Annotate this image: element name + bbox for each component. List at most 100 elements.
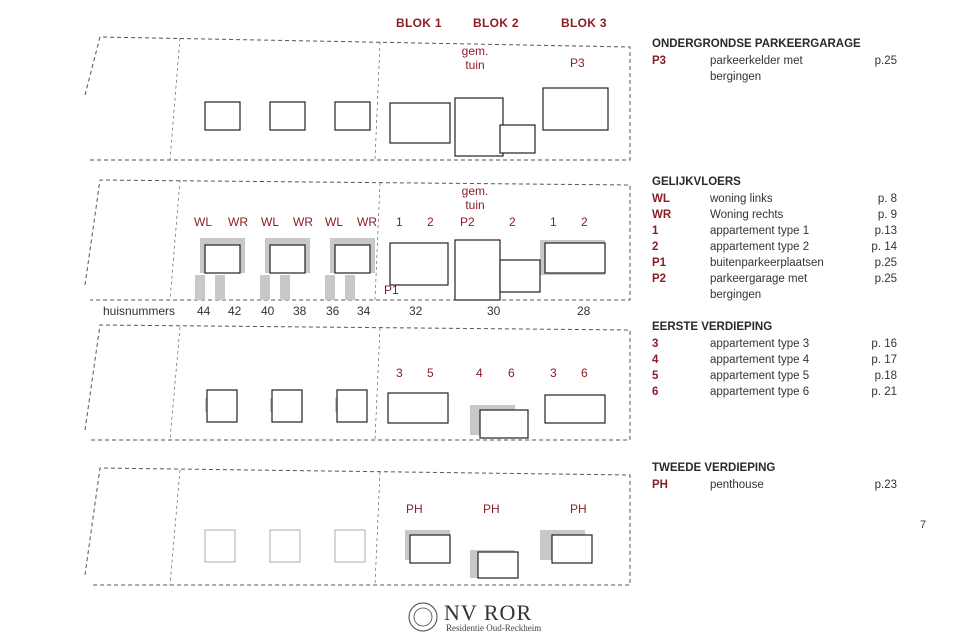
first-type-label: 5 (427, 366, 434, 380)
legend-second: TWEEDE VERDIEPING PH penthouse p.23 (652, 462, 897, 493)
ground-type-label: 1 (550, 215, 557, 229)
legend-code: WL (652, 193, 670, 205)
legend-desc: appartement type 2 (710, 241, 810, 253)
logo-name: NV ROR (444, 600, 533, 625)
basement-garden-label: gem. tuin (460, 44, 490, 72)
ground-type-label: 2 (581, 215, 588, 229)
legend-desc: appartement type 4 (710, 354, 810, 366)
first-type-label: 4 (476, 366, 483, 380)
legend-page: p. 9 (877, 209, 897, 221)
legend-first-title: EERSTE VERDIEPING (652, 321, 773, 333)
second-type-label: PH (570, 502, 587, 516)
legend-row: WL woning links p. 8 (652, 191, 897, 207)
legend-row: 2 appartement type 2 p. 14 (652, 239, 897, 255)
legend-row: 3 appartement type 3 p. 16 (652, 336, 897, 352)
legend-underground-title: ONDERGRONDSE PARKEERGARAGE (652, 38, 861, 50)
ground-type-label: WL (194, 215, 212, 229)
ground-type-label: 2 (427, 215, 434, 229)
ground-type-label: WR (357, 215, 377, 229)
legend-ground: GELIJKVLOERS WL woning links p. 8 WR Woning… (652, 176, 897, 301)
legend-page: p.25 (874, 257, 897, 269)
logo-subtitle: Residentie Oud-Reckheim (446, 623, 542, 633)
legend-page: p. 14 (871, 241, 897, 253)
house-number: 36 (326, 304, 340, 318)
house-number: 28 (577, 304, 591, 318)
block-3-heading: BLOK 3 (561, 16, 607, 30)
legend-row: P1 buitenparkeerplaatsen p.25 (652, 255, 897, 271)
legend-row: P2 parkeergarage met bergingen p.25 (652, 271, 897, 301)
legend-code: 4 (652, 354, 659, 366)
ground-p1-label: P1 (384, 283, 399, 297)
legend-code: 3 (652, 338, 659, 350)
ground-type-label: 2 (509, 215, 516, 229)
legend-page: p. 16 (871, 338, 897, 350)
house-number: 42 (228, 304, 242, 318)
legend-row: P3 parkeerkelder met bergingen p.25 (652, 53, 897, 83)
legend-desc: appartement type 6 (710, 386, 810, 398)
ground-type-label: 1 (396, 215, 403, 229)
legend-page: p. 21 (871, 386, 897, 398)
legend-page: p. 8 (877, 193, 897, 205)
legend-desc: penthouse (710, 479, 764, 491)
legend-desc: Woning rechts (710, 209, 784, 221)
legend-page: p.18 (874, 370, 897, 382)
legend-desc: parkeergarage met bergingen (710, 273, 808, 301)
legend-desc: appartement type 1 (710, 225, 810, 237)
legend-desc: appartement type 5 (710, 370, 810, 382)
block-1-heading: BLOK 1 (396, 16, 442, 30)
legend-row: 4 appartement type 4 p. 17 (652, 352, 897, 368)
ground-type-label: WR (293, 215, 313, 229)
legend-ground-title: GELIJKVLOERS (652, 176, 741, 188)
legend-first: EERSTE VERDIEPING 3 appartement type 3 p. … (652, 321, 897, 400)
legend-desc: parkeerkelder met bergingen (710, 55, 803, 83)
house-number: 30 (487, 304, 501, 318)
second-type-label: PH (406, 502, 423, 516)
legend-desc: appartement type 3 (710, 338, 810, 350)
legend-code: 2 (652, 241, 659, 253)
house-numbers-label: huisnummers (103, 304, 176, 318)
legend-desc: woning links (710, 193, 773, 205)
basement-p3-label: P3 (570, 56, 585, 70)
legend-page: p.25 (874, 55, 897, 67)
first-type-label: 3 (396, 366, 403, 380)
ground-garden-label: gem. tuin (460, 184, 490, 212)
legend-row: PH penthouse p.23 (652, 477, 897, 493)
legend-row: 5 appartement type 5 p.18 (652, 368, 897, 384)
legend-page: p.23 (874, 479, 897, 491)
legend-code: P2 (652, 273, 667, 285)
legend-page: p.13 (874, 225, 897, 237)
basement-garden-label-line1: gem. (461, 44, 489, 58)
legend-row: 6 appartement type 6 p. 21 (652, 384, 897, 400)
ground-type-label: WL (261, 215, 279, 229)
ground-garden-label-line1: gem. (461, 184, 489, 198)
ground-type-label: P2 (460, 215, 475, 229)
first-type-label: 6 (508, 366, 515, 380)
legend-code: PH (652, 479, 668, 491)
second-type-label: PH (483, 502, 500, 516)
legend-page: p.25 (874, 273, 897, 285)
ground-type-label: WL (325, 215, 343, 229)
legend-code: WR (652, 209, 672, 221)
first-type-label: 3 (550, 366, 557, 380)
legend-code: P1 (652, 257, 667, 269)
legend-code: 6 (652, 386, 659, 398)
first-type-label: 6 (581, 366, 588, 380)
legend-underground: ONDERGRONDSE PARKEERGARAGE P3 parkeerkel… (652, 38, 897, 83)
legend-code: P3 (652, 55, 667, 67)
page-number: 7 (920, 519, 927, 531)
house-number: 34 (357, 304, 371, 318)
legend-page: p. 17 (871, 354, 897, 366)
house-number: 32 (409, 304, 423, 318)
legend-code: 1 (652, 225, 659, 237)
legend-code: 5 (652, 370, 659, 382)
legend-second-title: TWEEDE VERDIEPING (652, 462, 776, 474)
ground-type-label: WR (228, 215, 248, 229)
house-number: 38 (293, 304, 307, 318)
house-number: 44 (197, 304, 211, 318)
legend-desc: buitenparkeerplaatsen (710, 257, 824, 269)
legend-row: 1 appartement type 1 p.13 (652, 223, 897, 239)
house-number: 40 (261, 304, 275, 318)
basement-garden-label-line2: tuin (465, 58, 485, 72)
block-2-heading: BLOK 2 (473, 16, 519, 30)
